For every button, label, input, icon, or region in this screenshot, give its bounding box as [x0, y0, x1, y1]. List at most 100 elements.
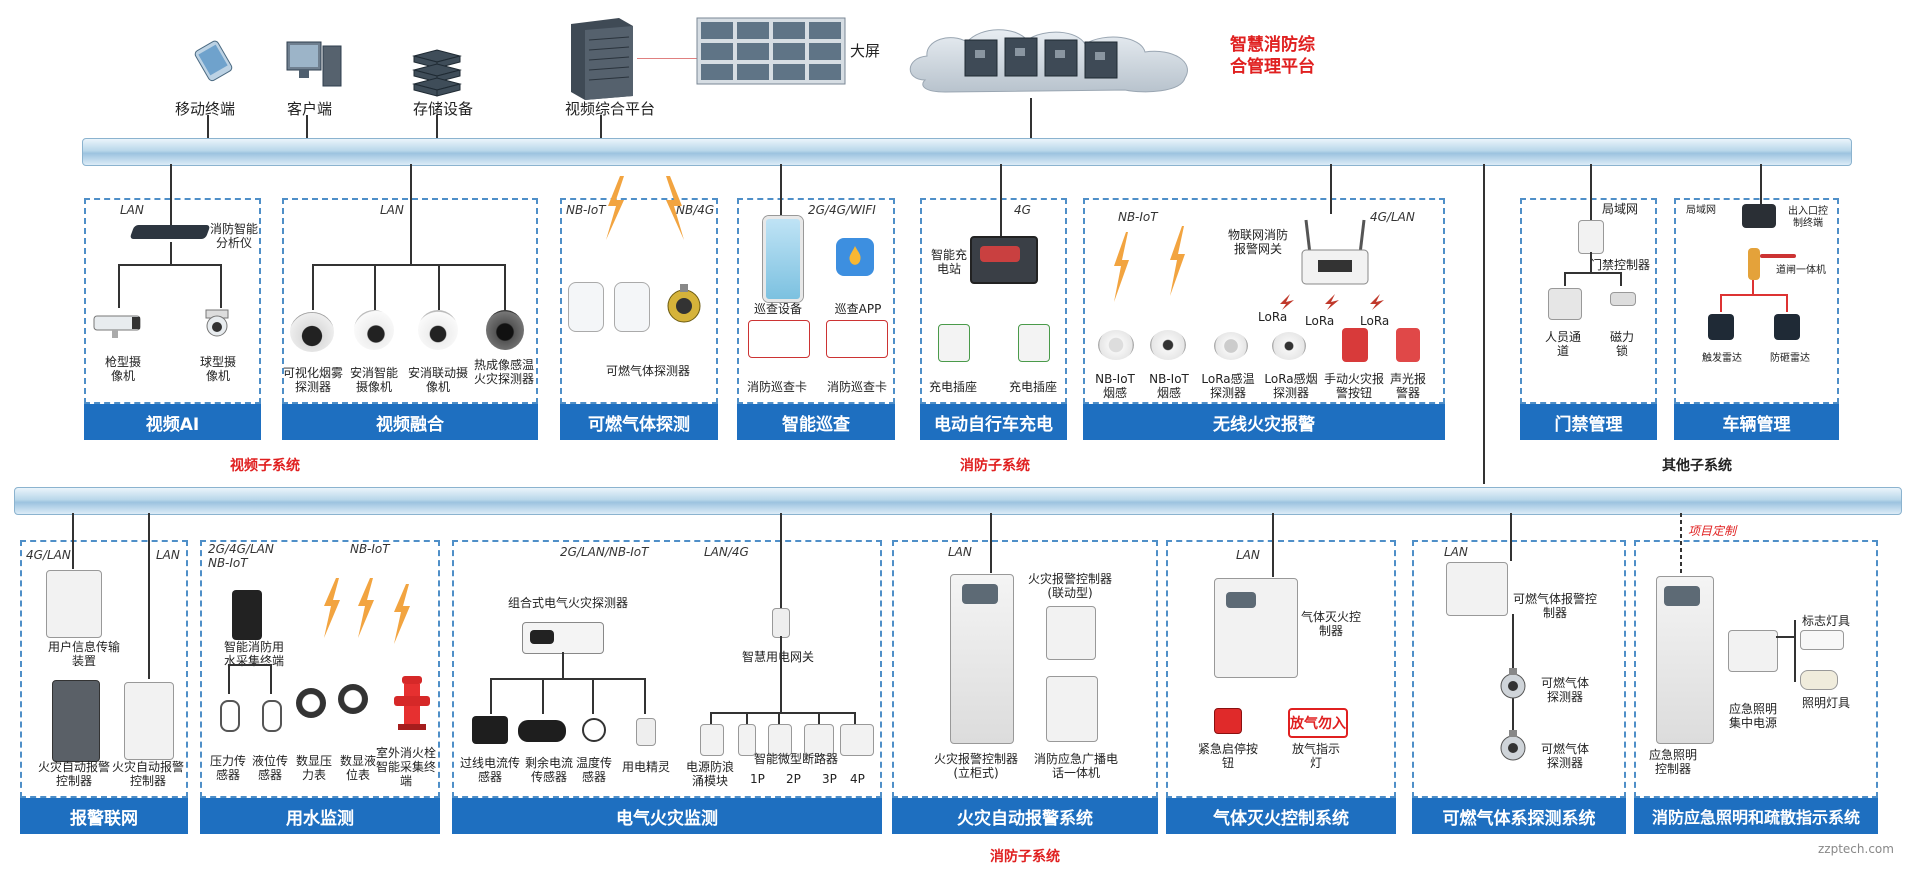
alarm-controller-label-1: 火灾自动报警控制器 [38, 760, 111, 788]
water-terminal-icon [232, 590, 262, 640]
electric-net-1: 2G/LAN/NB-IoT [560, 545, 649, 559]
residual-current-sensor-icon [518, 720, 566, 742]
lightning-icon [664, 176, 686, 240]
surge-module-label: 电源防浪涌模块 [685, 760, 734, 788]
electric-label-2: 剩余电流传感器 [524, 756, 573, 784]
wireless-footer: 无线火灾报警 [1083, 404, 1445, 440]
analyzer-icon [129, 225, 211, 239]
user-info-transmitter-label: 用户信息传输装置 [47, 640, 120, 668]
trigger-radar-label: 触发雷达 [1702, 353, 1742, 364]
emergency-box [1634, 540, 1878, 798]
client-label: 客户端 [287, 100, 333, 118]
charging-socket-label-2: 充电插座 [1008, 380, 1057, 394]
fire-subsystem-title-bottom: 消防子系统 [990, 849, 1060, 865]
access-l [1564, 272, 1566, 286]
wireless-net-1: NB-IoT [1118, 210, 1158, 224]
entry-terminal-icon [1742, 204, 1776, 228]
video-ai-split [118, 264, 222, 266]
gas-detector-icon [568, 282, 604, 332]
gw-d2 [746, 712, 748, 724]
water-label-4: 数显液位表 [339, 754, 376, 782]
linkage-camera-icon [418, 310, 458, 350]
ebike-net: 4G [1014, 203, 1031, 217]
central-power-icon [1728, 630, 1778, 672]
emergency-controller-screen [1664, 586, 1700, 606]
wireless-label-3: LoRa感温探测器 [1201, 372, 1255, 400]
patrol-card-icon [826, 320, 888, 358]
wireless-box [1083, 198, 1445, 404]
vehicle-line [1752, 280, 1754, 294]
breaker-4p-label: 4P [850, 772, 865, 786]
electric-label-4: 用电精灵 [621, 760, 670, 774]
wireless-net-2: 4G/LAN [1370, 210, 1415, 224]
gas-detector-label-1: 可燃气体探测器 [1540, 676, 1589, 704]
electric-box [452, 540, 882, 798]
access-footer: 门禁管理 [1520, 404, 1657, 440]
smart-power-gateway-icon [772, 608, 790, 638]
lightning-icon [1168, 226, 1186, 296]
gas-ext-drop [1272, 513, 1274, 577]
barrier-gate-icon [1748, 248, 1760, 280]
patrol-device-label: 巡查设备 [753, 302, 802, 316]
lighting-lamp-icon [1800, 670, 1838, 690]
fire-alarm-controller-icon [124, 682, 174, 760]
gas-detector-icon [1498, 730, 1528, 764]
linkage-controller-label: 火灾报警控制器(联动型) [1027, 572, 1112, 600]
gas-ext-box [1166, 540, 1396, 798]
surge-module-icon [700, 724, 724, 756]
gas-detector-icon [662, 284, 706, 328]
water-label-2: 液位传感器 [251, 754, 288, 782]
video-fusion-split [312, 264, 506, 266]
barrier-gate-label: 道闸一体机 [1776, 265, 1826, 276]
vf-d1 [312, 264, 314, 310]
breaker-1p-icon [738, 724, 756, 756]
ebike-box [920, 198, 1067, 404]
lora-smoke-detector-icon [1272, 332, 1306, 360]
level-sensor-icon [262, 700, 282, 732]
video-ai-l [118, 264, 120, 308]
video-platform-label: 视频综合平台 [565, 100, 656, 118]
patrol-footer: 智能巡查 [737, 404, 895, 440]
gateway-split [710, 712, 856, 714]
gw-d5 [854, 712, 856, 724]
access-box [1520, 198, 1657, 404]
breaker-1p-label: 1P [750, 772, 765, 786]
cabinet-controller-label: 火灾报警控制器(立柜式) [933, 752, 1018, 780]
gw-d1 [710, 712, 712, 724]
vf-label-2: 安消智能摄像机 [349, 366, 398, 394]
drop-platform [600, 115, 602, 139]
gas-footer: 可燃气体探测 [560, 404, 718, 440]
emergency-stop-button-icon [1214, 708, 1242, 734]
linkage-controller-icon [1046, 606, 1096, 660]
combo-d3 [592, 678, 594, 714]
emergency-right [1794, 620, 1796, 682]
nb-smoke-detector-icon [1098, 330, 1134, 360]
fire-alarm-controller-icon [52, 680, 100, 762]
iot-gateway-icon [1296, 214, 1374, 294]
big-screen-label: 大屏 [850, 42, 881, 60]
client-pc-icon [285, 38, 345, 92]
gw-d4 [818, 712, 820, 724]
electric-label-1: 过线电流传感器 [460, 756, 521, 784]
vehicle-net: 局域网 [1686, 205, 1716, 216]
breaker-4p-icon [840, 724, 874, 756]
gas-detect-drop [1510, 513, 1512, 561]
turnstile-label: 人员通道 [1544, 330, 1581, 358]
combo-detector-label: 组合式电气火灾探测器 [508, 596, 629, 610]
turnstile-icon [1548, 288, 1582, 320]
gas-ext-footer: 气体灭火控制系统 [1166, 798, 1396, 834]
video-fusion-net: LAN [380, 203, 404, 217]
water-r [270, 664, 272, 694]
vehicle-l [1720, 294, 1722, 312]
combo-split [490, 678, 646, 680]
access-controller-icon [1578, 220, 1604, 254]
water-box [200, 540, 440, 798]
access-line [1590, 252, 1592, 272]
breaker-3p-label: 3P [822, 772, 837, 786]
temperature-sensor-icon [582, 718, 606, 742]
vf-d4 [504, 264, 506, 310]
ebike-footer: 电动自行车充电 [920, 404, 1067, 440]
patrol-device-icon [763, 216, 803, 302]
ebike-drop [1000, 164, 1002, 236]
security-camera-icon [354, 310, 394, 350]
